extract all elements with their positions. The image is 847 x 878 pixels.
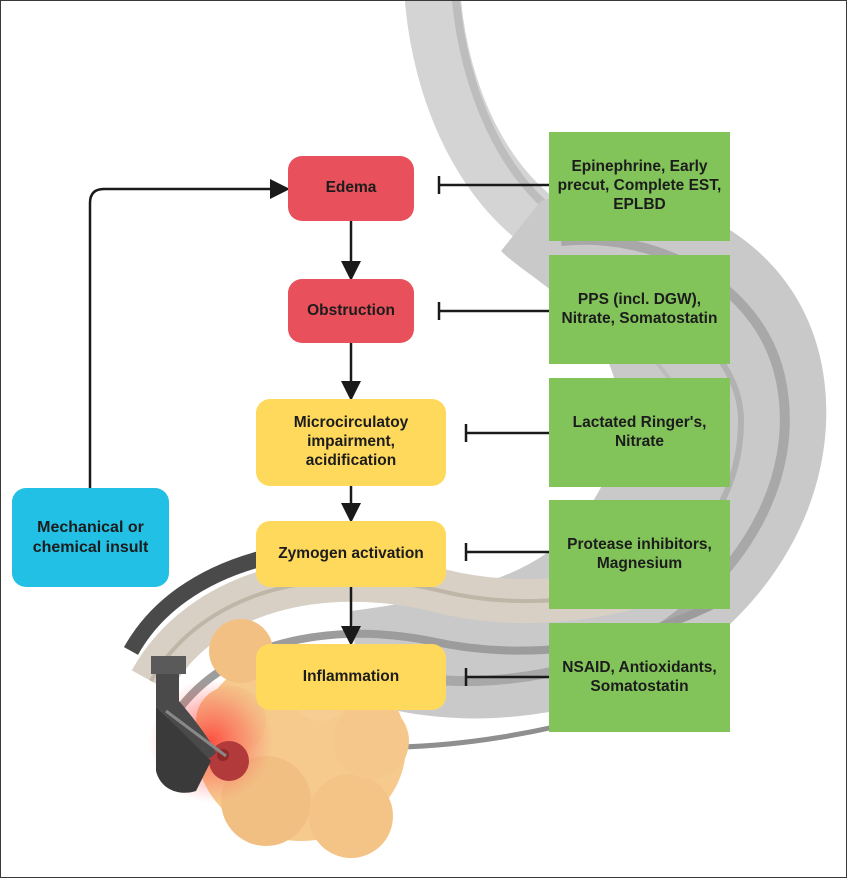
treatment-inflammation: NSAID, Antioxidants, Somatostatin <box>549 623 730 732</box>
insult-box: Mechanical or chemical insult <box>12 488 169 587</box>
treatment-inflammation-label: NSAID, Antioxidants, Somatostatin <box>562 658 717 695</box>
insult-label: Mechanical or chemical insult <box>32 518 149 556</box>
treatment-zymogen: Protease inhibitors, Magnesium <box>549 500 730 609</box>
endoscope-shape <box>151 656 227 793</box>
treatment-microcirculatory: Lactated Ringer's, Nitrate <box>549 378 730 487</box>
treatment-edema-label: Epinephrine, Early precut, Complete EST,… <box>557 158 722 213</box>
step-microcirculatory-label: Microcirculatoy impairment, acidificatio… <box>293 414 409 469</box>
step-microcirculatory: Microcirculatoy impairment, acidificatio… <box>256 399 446 486</box>
step-edema-label: Edema <box>325 179 377 197</box>
treatment-obstruction: PPS (incl. DGW), Nitrate, Somatostatin <box>549 255 730 364</box>
step-inflammation-label: Inflammation <box>302 667 400 685</box>
treatment-zymogen-label: Protease inhibitors, Magnesium <box>567 535 712 572</box>
step-obstruction: Obstruction <box>288 279 414 343</box>
treatment-microcirculatory-label: Lactated Ringer's, Nitrate <box>572 413 707 450</box>
step-zymogen-label: Zymogen activation <box>278 544 424 562</box>
step-obstruction-label: Obstruction <box>307 301 395 319</box>
step-edema: Edema <box>288 156 414 221</box>
treatment-obstruction-label: PPS (incl. DGW), Nitrate, Somatostatin <box>561 290 718 327</box>
step-inflammation: Inflammation <box>256 644 446 710</box>
step-zymogen: Zymogen activation <box>256 521 446 587</box>
insult-feedback-arrow <box>88 179 290 488</box>
treatment-edema: Epinephrine, Early precut, Complete EST,… <box>549 132 730 241</box>
